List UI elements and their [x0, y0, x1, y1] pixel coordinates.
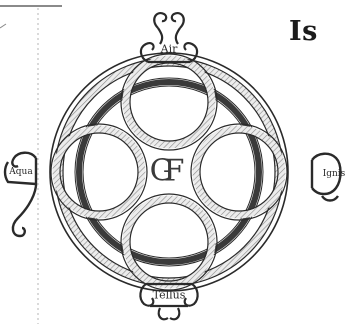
- page-heading-fragment: Is: [289, 16, 318, 47]
- tellus-circle: [121, 194, 217, 290]
- air-circle: [121, 54, 217, 150]
- central-monogram: GF: [150, 154, 175, 189]
- aqua-label: Aqua: [9, 167, 32, 177]
- small-edge-mark: [0, 24, 6, 28]
- aqua-scroll-ornament: [5, 153, 36, 236]
- air-label: Air: [161, 43, 178, 56]
- ignis-label: Ignis: [323, 169, 346, 179]
- tellus-label: Tellus: [153, 289, 186, 302]
- aqua-circle: [51, 124, 147, 220]
- ignis-circle: [191, 124, 287, 220]
